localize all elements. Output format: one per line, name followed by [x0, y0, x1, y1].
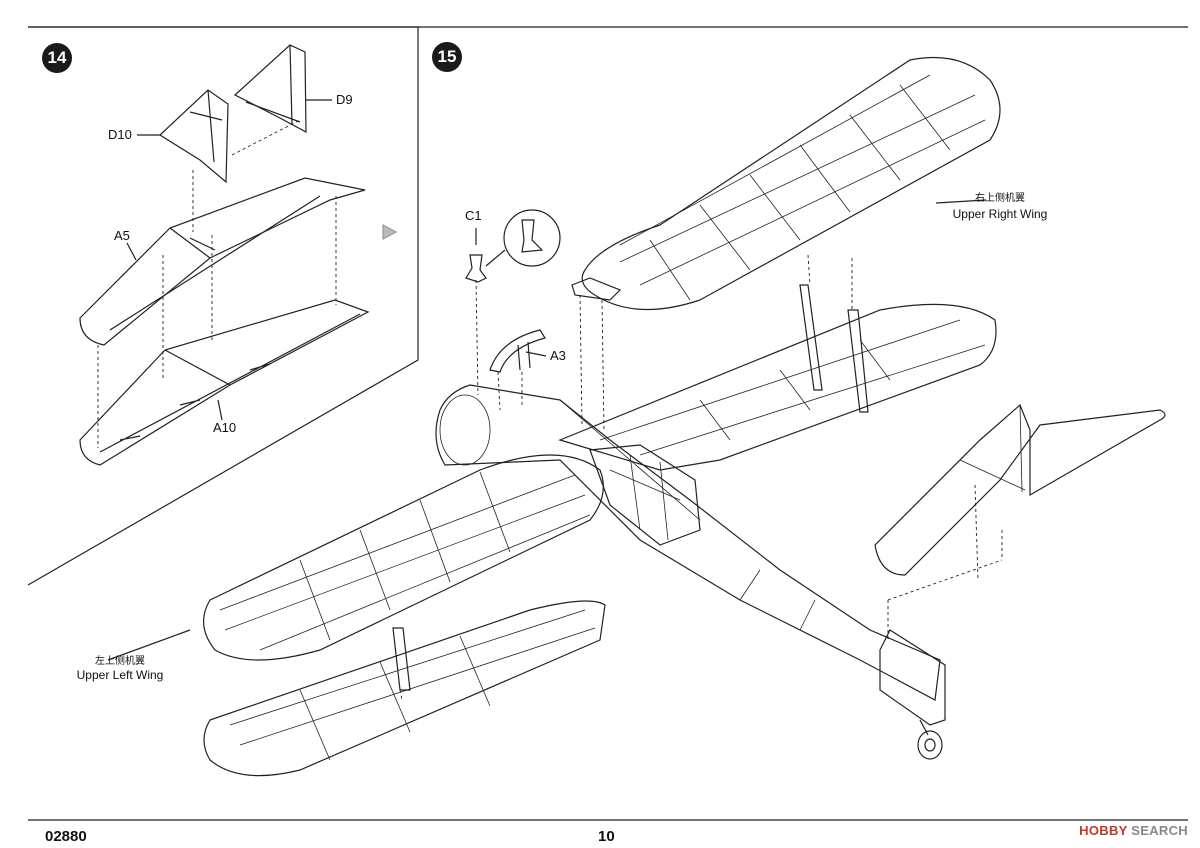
- label-d10: D10: [108, 127, 132, 142]
- fuselage: [436, 385, 940, 700]
- a10-part: [80, 300, 368, 465]
- stabilizer-assembly: [875, 405, 1165, 575]
- c1-detail-bubble: [504, 210, 560, 266]
- lower-left-wing: [204, 601, 605, 776]
- label-a3: A3: [550, 348, 566, 363]
- watermark-brand-a: HOBBY: [1079, 823, 1128, 838]
- step-14-badge: 14: [42, 43, 72, 73]
- watermark-brand-b: SEARCH: [1127, 823, 1188, 838]
- watermark: HOBBY SEARCH: [1079, 823, 1188, 838]
- a3-part: [490, 330, 545, 372]
- label-c1: C1: [465, 208, 482, 223]
- strut-right-2: [848, 310, 868, 412]
- upper-left-wing: [204, 455, 604, 660]
- tail-fin: [880, 630, 945, 725]
- strut-left: [393, 628, 410, 690]
- label-upper-right-wing-cn: 右上侧机翼: [975, 193, 1025, 204]
- label-upper-right-wing: Upper Right Wing: [952, 207, 1048, 221]
- step-15-badge: 15: [432, 42, 462, 72]
- kit-number: 02880: [45, 828, 87, 845]
- label-a5: A5: [114, 228, 130, 243]
- direction-arrow: [383, 225, 396, 239]
- d9-part: [235, 45, 306, 132]
- label-a10: A10: [213, 420, 237, 435]
- lower-right-wing: [560, 304, 996, 470]
- label-d9: D9: [336, 92, 353, 107]
- strut-right-1: [800, 285, 822, 390]
- a5-part: [80, 178, 365, 345]
- upper-right-wing: [582, 58, 1000, 310]
- label-upper-left-wing-cn: 左上侧机翼: [95, 656, 145, 667]
- label-upper-left-wing: Upper Left Wing: [76, 668, 164, 682]
- d10-part: [160, 90, 228, 182]
- canopy: [590, 445, 700, 545]
- page-number: 10: [598, 828, 615, 845]
- tail-wheel: [918, 731, 942, 759]
- c1-part: [466, 255, 486, 282]
- step14-panel-border: [28, 27, 418, 585]
